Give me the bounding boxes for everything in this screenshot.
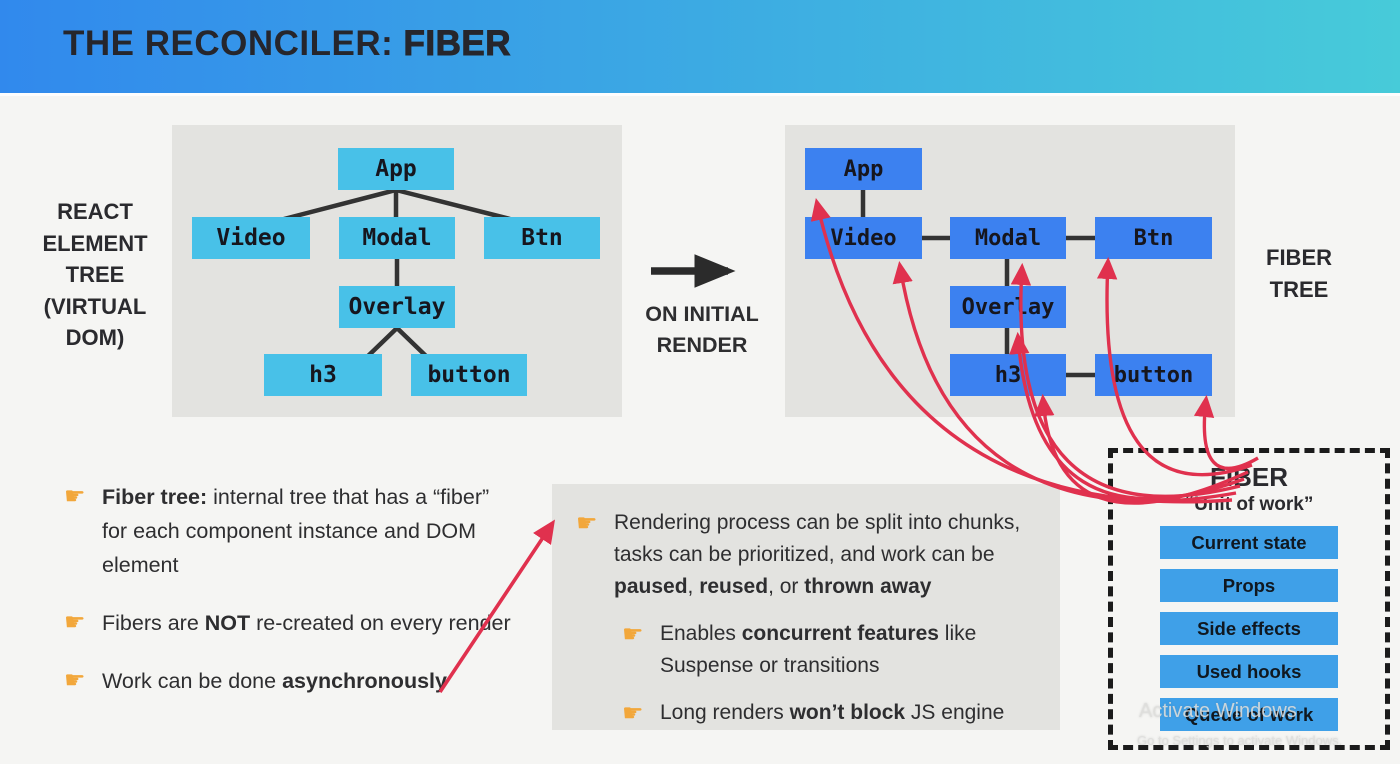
fiber-node-h3: h3 (950, 354, 1066, 396)
note-fiber-tree: ☛ Fiber tree: internal tree that has a “… (64, 480, 514, 582)
fiber-node-btn: Btn (1095, 217, 1212, 259)
fiber-tree-panel: App Video Modal Btn Overlay h3 button (785, 125, 1235, 417)
fiber-field-queue-of-work: Queue of work (1160, 698, 1338, 731)
fiber-node-app: App (805, 148, 922, 190)
react-node-btn: Btn (484, 217, 600, 259)
page-title-emphasis: FIBER (403, 24, 511, 64)
note-asynchronous: ☛ Work can be done asynchronously (64, 664, 514, 698)
note-text: Rendering process can be split into chun… (614, 511, 1021, 598)
react-tree-label: REACT ELEMENT TREE (VIRTUAL DOM) (42, 199, 148, 350)
notes-left: ☛ Fiber tree: internal tree that has a “… (64, 480, 514, 722)
note-text: Work can be done asynchronously (102, 669, 447, 693)
page-title-prefix: THE RECONCILER: (63, 24, 404, 63)
transition-label: ON INITIAL RENDER (645, 302, 759, 357)
pointing-finger-icon: ☛ (576, 510, 598, 537)
react-node-video: Video (192, 217, 310, 259)
note-rendering-split: ☛ Rendering process can be split into ch… (576, 507, 1036, 603)
react-node-app: App (338, 148, 454, 190)
react-node-h3: h3 (264, 354, 382, 396)
windows-watermark-line1: Activate Windows (1139, 700, 1297, 722)
react-node-overlay: Overlay (339, 286, 455, 328)
page-title: THE RECONCILER: FIBER (63, 24, 511, 64)
fiber-field-props: Props (1160, 569, 1338, 602)
fiber-node-video: Video (805, 217, 922, 259)
note-text: Long renders won’t block JS engine (660, 701, 1005, 724)
rendering-notes-box: ☛ Rendering process can be split into ch… (552, 484, 1060, 730)
note-text: Enables concurrent features like Suspens… (660, 622, 977, 677)
fiber-field-side-effects: Side effects (1160, 612, 1338, 645)
fiber-tree-label: FIBER TREE (1266, 245, 1332, 302)
note-long-renders: ☛ Long renders won’t block JS engine (622, 697, 1036, 731)
note-text: Fiber tree: internal tree that has a “fi… (102, 485, 490, 577)
pointing-finger-icon: ☛ (64, 483, 86, 510)
fiber-node-modal: Modal (950, 217, 1066, 259)
pointing-finger-icon: ☛ (622, 621, 644, 648)
react-node-button: button (411, 354, 527, 396)
fiber-card-title: FIBER (1210, 462, 1288, 492)
note-concurrent-features: ☛ Enables concurrent features like Suspe… (622, 618, 1036, 682)
fiber-field-current-state: Current state (1160, 526, 1338, 559)
fiber-node-button: button (1095, 354, 1212, 396)
fiber-node-overlay: Overlay (950, 286, 1066, 328)
react-node-modal: Modal (339, 217, 455, 259)
react-tree-panel: App Video Modal Btn Overlay h3 button (172, 125, 622, 417)
pointing-finger-icon: ☛ (64, 609, 86, 636)
slide-header: THE RECONCILER: FIBER (0, 0, 1400, 96)
pointing-finger-icon: ☛ (64, 667, 86, 694)
fiber-card-subtitle: “Unit of work” (1184, 494, 1314, 515)
windows-watermark-line2: Go to Settings to activate Windows. (1137, 733, 1343, 748)
note-text: Fibers are NOT re-created on every rende… (102, 611, 511, 635)
fiber-field-used-hooks: Used hooks (1160, 655, 1338, 688)
fiber-card-fields: Current state Props Side effects Used ho… (1113, 526, 1385, 731)
note-not-recreated: ☛ Fibers are NOT re-created on every ren… (64, 606, 514, 640)
pointing-finger-icon: ☛ (622, 700, 644, 727)
